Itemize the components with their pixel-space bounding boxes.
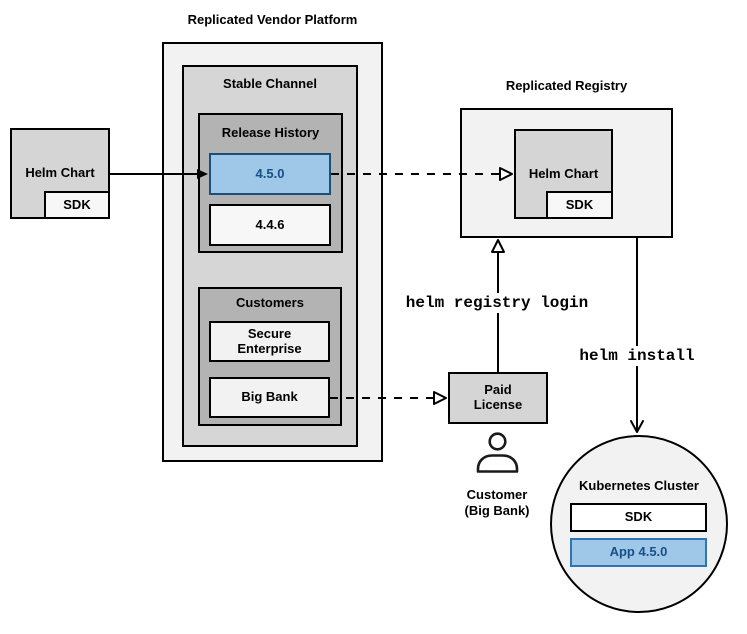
customer-secure-enterprise-box: Secure Enterprise: [209, 321, 330, 362]
source-sdk-box: SDK: [44, 191, 110, 219]
release-version-4-4-6: 4.4.6: [209, 204, 331, 246]
registry-title: Replicated Registry: [505, 78, 628, 93]
customer-caption-line2: (Big Bank): [464, 503, 530, 518]
cluster-app-box: App 4.5.0: [570, 538, 707, 567]
customers-label: Customers: [236, 295, 304, 310]
cmd-helm-registry-login: helm registry login: [398, 293, 596, 313]
arrow-registry-to-cluster: [630, 238, 644, 433]
stable-channel-label: Stable Channel: [223, 76, 317, 91]
customer-secure-enterprise-label: Secure Enterprise: [237, 325, 302, 356]
release-version-4-5-0: 4.5.0: [209, 153, 331, 195]
cmd-helm-install: helm install: [573, 346, 701, 366]
paid-license-label: Paid License: [473, 382, 523, 412]
cluster-sdk-box: SDK: [570, 503, 707, 532]
customer-big-bank-box: Big Bank: [209, 377, 330, 418]
customer-caption-line1: Customer: [466, 487, 528, 502]
customer-person-icon: [476, 432, 519, 473]
customer-big-bank-label: Big Bank: [241, 389, 298, 405]
customer-caption: Customer (Big Bank): [437, 487, 557, 519]
registry-sdk-box: SDK: [546, 191, 613, 219]
paid-license-box: Paid License: [448, 372, 548, 424]
kubernetes-cluster-label: Kubernetes Cluster: [579, 478, 699, 493]
release-history-label: Release History: [221, 125, 320, 140]
vendor-platform-title: Replicated Vendor Platform: [187, 12, 358, 27]
